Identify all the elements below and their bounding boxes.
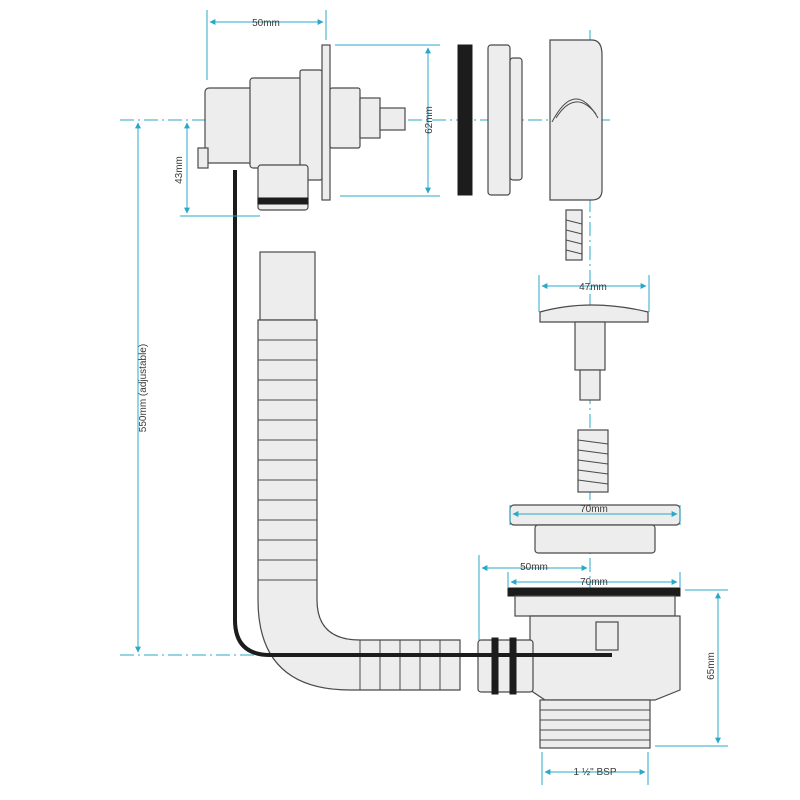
dim-waste-offset: 50mm	[478, 555, 588, 640]
dim-cap-height-label: 62mm	[424, 106, 435, 134]
dim-waste-width-label: 70mm	[580, 577, 608, 588]
dim-plug-width: 47mm	[538, 275, 650, 312]
dim-grid-width-label: 70mm	[580, 504, 608, 515]
dim-thread: 1 ½" BSP	[541, 752, 649, 785]
dim-cable-length-label: 550mm (adjustable)	[138, 344, 149, 432]
dim-top-width: 50mm	[206, 10, 327, 80]
waste-body	[477, 587, 681, 749]
plug	[539, 304, 649, 401]
dim-outlet-height: 43mm	[174, 122, 260, 217]
overflow-cap	[549, 39, 603, 201]
dim-plug-width-label: 47mm	[579, 282, 607, 293]
dim-waste-width: 70mm	[507, 572, 681, 588]
dim-grid-width: 70mm	[509, 504, 681, 525]
overflow-body	[197, 44, 406, 211]
control-cable	[233, 170, 612, 657]
cap-screw	[565, 209, 583, 261]
dim-top-width-label: 50mm	[252, 18, 280, 29]
dim-thread-label: 1 ½" BSP	[573, 767, 616, 778]
dim-cap-height: 62mm	[335, 44, 440, 197]
dim-cable-length: 550mm (adjustable)	[135, 122, 149, 653]
dim-waste-height-label: 65mm	[706, 652, 717, 680]
dim-outlet-height-label: 43mm	[174, 156, 185, 184]
flexible-hose	[257, 251, 461, 691]
dim-waste-height: 65mm	[655, 589, 728, 747]
dim-waste-offset-label: 50mm	[520, 562, 548, 573]
plug-spring	[577, 429, 609, 493]
overflow-gasket	[457, 44, 523, 196]
